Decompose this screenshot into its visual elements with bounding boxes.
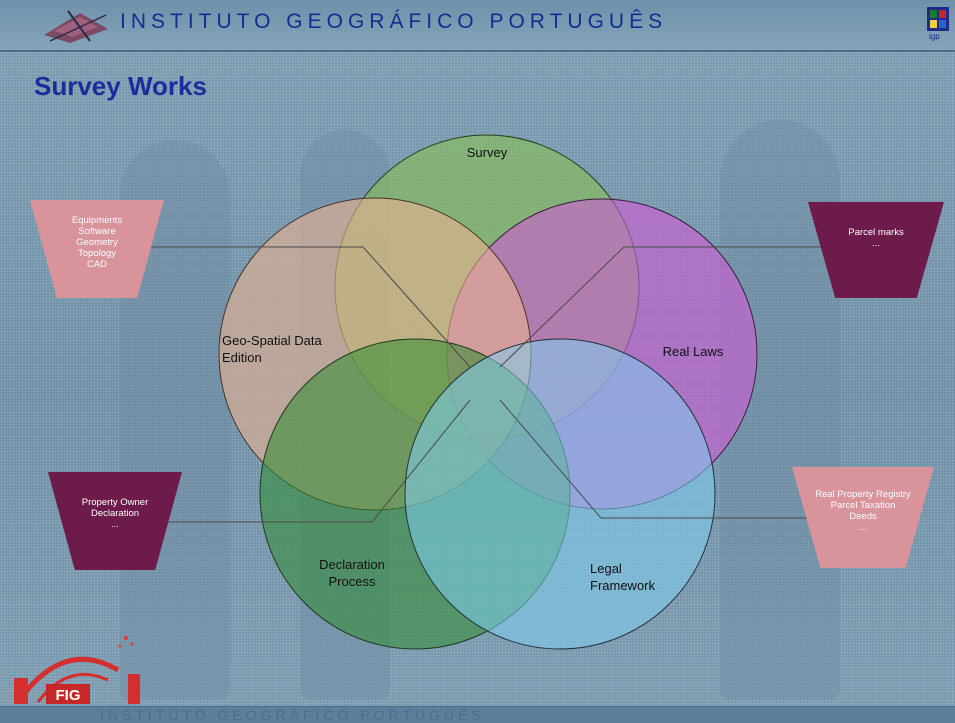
box-bottom-right: Real Property Registry Parcel Taxation D… <box>792 467 934 568</box>
connector-line <box>499 246 826 368</box>
header-bar: INSTITUTO GEOGRÁFICO PORTUGUÊS igp <box>0 0 955 52</box>
box-top-left-text: Equipments Software Geometry Topology CA… <box>71 215 123 270</box>
fig-logo-icon: FIG <box>14 636 140 704</box>
label-survey: Survey <box>467 145 508 160</box>
fig-logo-text: FIG <box>56 687 81 704</box>
footer-bar: INSTITUTO GEOGRÁFICO PORTUGUÊS <box>0 706 955 723</box>
connector-line <box>150 246 471 368</box>
box-bottom-left-text: Property Owner Declaration ... <box>81 497 149 530</box>
header-title: INSTITUTO GEOGRÁFICO PORTUGUÊS <box>120 10 668 33</box>
box-top-left: Equipments Software Geometry Topology CA… <box>30 200 164 298</box>
footer-text: INSTITUTO GEOGRÁFICO PORTUGUÊS <box>100 707 485 723</box>
box-top-right-text: Parcel marks ... <box>848 227 904 249</box>
igp-corner-logo: igp <box>927 7 949 43</box>
connector-line <box>499 399 812 519</box>
grid-logo-icon <box>927 7 949 31</box>
igp-logo-icon <box>44 10 108 43</box>
connector-line <box>155 399 471 523</box>
label-real-laws: Real Laws <box>663 344 724 359</box>
slide-title: Survey Works <box>34 71 207 101</box>
circle-legal <box>404 338 716 650</box>
box-top-right: Parcel marks ... <box>808 202 944 298</box>
igp-corner-logo-text: igp <box>929 32 940 41</box>
box-bottom-right-text: Real Property Registry Parcel Taxation D… <box>815 489 911 533</box>
